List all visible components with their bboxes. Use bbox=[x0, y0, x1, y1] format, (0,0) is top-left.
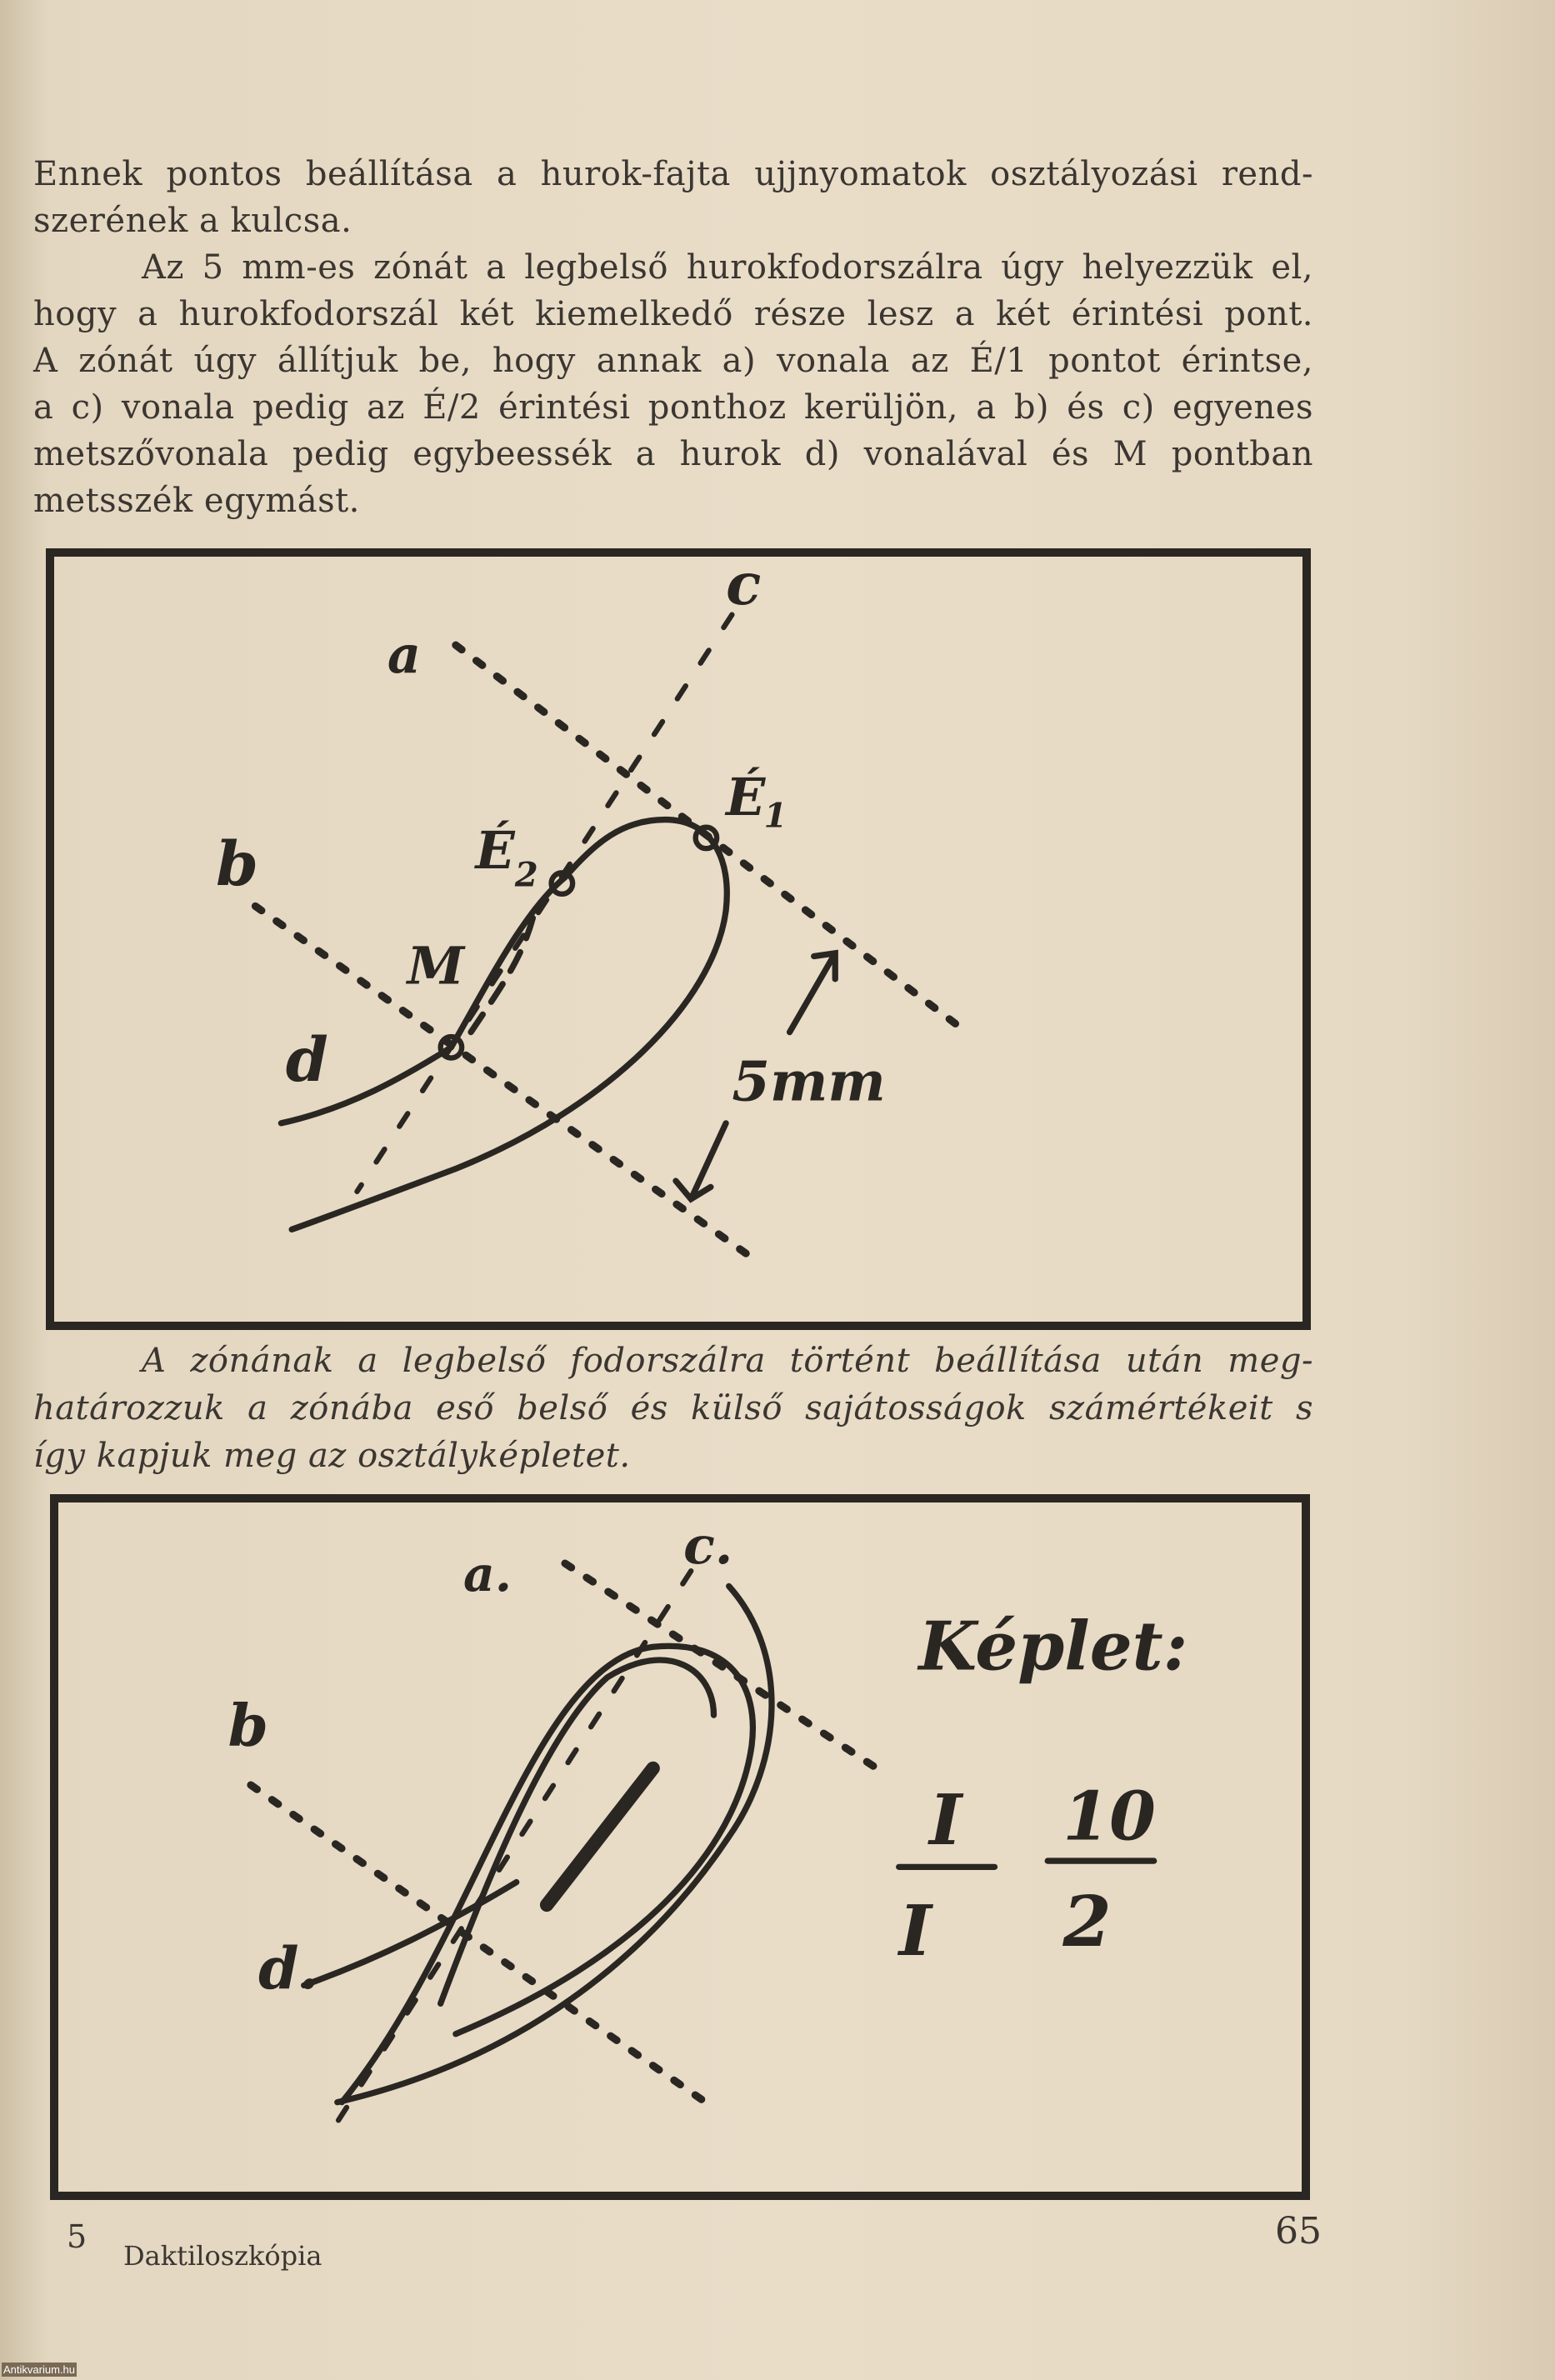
text-line: metsszék egymást. bbox=[33, 482, 360, 520]
zone-line-c bbox=[354, 612, 735, 1195]
caption-line: így kapjuk meg az osztályképletet. bbox=[33, 1437, 631, 1475]
point-m bbox=[438, 1033, 465, 1061]
caption-line: határozzuk a zónába eső belső és külső s… bbox=[33, 1389, 1313, 1428]
label-b: b bbox=[228, 1692, 268, 1760]
zone-line-b bbox=[247, 1781, 712, 2108]
formula-denominator-2: 2 bbox=[1062, 1880, 1111, 1962]
loop-ridge-outer bbox=[334, 1582, 775, 2106]
label-e1-sub: 1 bbox=[764, 797, 788, 836]
point-e1 bbox=[692, 824, 720, 852]
label-b: b bbox=[216, 829, 258, 900]
point-e2 bbox=[548, 870, 576, 898]
label-c: c. bbox=[683, 1515, 732, 1576]
watermark: Antikvarium.hu bbox=[2, 2362, 77, 2377]
formula-denominator-1: I bbox=[898, 1889, 934, 1972]
label-c: c bbox=[726, 551, 761, 618]
formula-numerator-2: 10 bbox=[1062, 1778, 1156, 1856]
label-e2-sub: 2 bbox=[514, 856, 538, 895]
label-a: a. bbox=[463, 1545, 512, 1602]
label-5mm: 5mm bbox=[732, 1050, 885, 1114]
signature-mark: 5 bbox=[67, 2218, 88, 2255]
label-m: M bbox=[406, 935, 467, 996]
text-line: a c) vonala pedig az É/2 érintési pontho… bbox=[33, 388, 1313, 427]
figure-1-frame bbox=[46, 548, 1311, 1330]
text-line: A zónát úgy állítjuk be, hogy annak a) v… bbox=[33, 342, 1313, 380]
label-d: d bbox=[286, 1025, 328, 1096]
loop-ridge-inner bbox=[438, 1657, 718, 2007]
arrow-up-icon bbox=[786, 949, 838, 1036]
figure-2-frame bbox=[50, 1494, 1310, 2200]
loop-ridge bbox=[288, 816, 730, 1232]
loop-ridge-inner bbox=[468, 908, 538, 1036]
arrow-down-icon bbox=[672, 1120, 729, 1203]
book-title: Daktiloszkópia bbox=[123, 2240, 322, 2272]
text-line: Ennek pontos beállítása a hurok-fajta uj… bbox=[33, 155, 1313, 193]
caption-line: A zónának a legbelső fodorszálra történt… bbox=[142, 1342, 1313, 1380]
label-e1: É bbox=[724, 767, 766, 828]
text-line: szerének a kulcsa. bbox=[33, 202, 352, 240]
loop-ridge bbox=[338, 1642, 756, 2106]
text-line: Az 5 mm-es zónát a legbelső hurokfodorsz… bbox=[142, 248, 1313, 287]
formula-numerator-1: I bbox=[928, 1778, 964, 1861]
zone-line-b bbox=[251, 902, 763, 1267]
inner-ridge bbox=[539, 1761, 660, 1912]
ridge-d bbox=[301, 1878, 520, 1989]
label-d: d. bbox=[258, 1935, 318, 2002]
text-line: metszővonala pedig egybeessék a hurok d)… bbox=[33, 435, 1313, 473]
ridge-d bbox=[278, 1044, 455, 1127]
formula-label: Képlet: bbox=[917, 1608, 1188, 1686]
zone-line-a bbox=[561, 1559, 888, 1777]
page-number: 65 bbox=[1275, 2210, 1322, 2252]
text-line: hogy a hurokfodorszál két kiemelkedő rés… bbox=[33, 295, 1313, 333]
label-e2: É bbox=[474, 820, 516, 881]
label-a: a bbox=[388, 624, 421, 685]
